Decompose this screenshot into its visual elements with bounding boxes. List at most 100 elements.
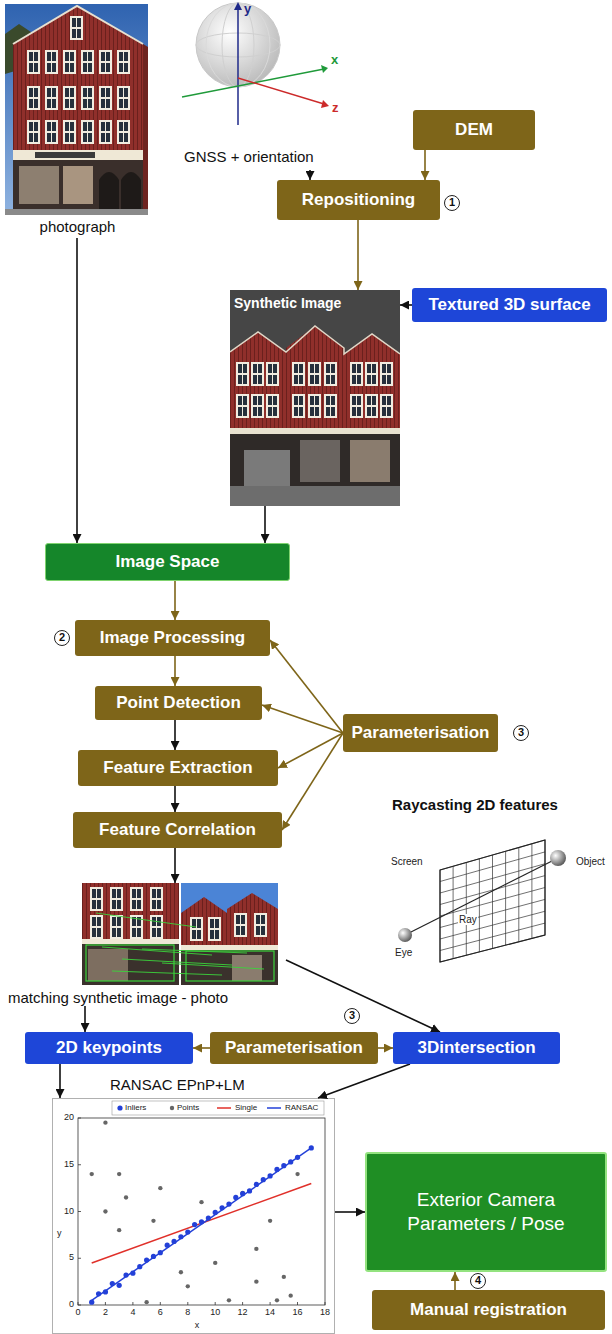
tick-label: 8	[178, 1307, 198, 1318]
callout-number: 2	[54, 630, 70, 646]
box-text: 3Dintersection	[417, 1038, 535, 1058]
data-box: 3Dintersection	[393, 1032, 560, 1064]
flow-arrow	[174, 581, 176, 620]
flow-arrow	[400, 304, 412, 306]
process-box: Repositioning	[277, 180, 440, 220]
legend-text: RANSAC	[285, 1103, 318, 1113]
data-box: Textured 3D surface	[412, 288, 607, 322]
parameter-box: Parameterisation	[210, 1032, 378, 1064]
process-box: Feature Extraction	[78, 750, 278, 786]
tick-label: 16	[288, 1307, 308, 1318]
box-text: Exterior Camera Parameters / Pose	[375, 1188, 597, 1236]
space-box: Image Space	[45, 543, 290, 581]
callout-number: 3	[344, 1008, 360, 1024]
box-text: Image Processing	[100, 628, 246, 648]
process-box: Feature Correlation	[73, 812, 282, 848]
tick-label: 5	[55, 1252, 74, 1263]
box-text: DEM	[455, 120, 493, 140]
flow-arrow	[318, 1064, 410, 1098]
flow-arrow	[193, 1047, 210, 1049]
process-box: Point Detection	[95, 686, 262, 720]
callout-number: 4	[470, 1273, 486, 1289]
caption-text: Raycasting 2D features	[392, 796, 558, 813]
synthetic-render	[230, 290, 400, 506]
tick-label: 15	[55, 1159, 74, 1170]
tick-label: 18	[315, 1307, 335, 1318]
box-text: Point Detection	[116, 693, 241, 713]
box-text: Parameterisation	[225, 1038, 363, 1058]
matching-illustration	[82, 883, 278, 985]
flow-arrow	[378, 1047, 393, 1049]
caption-text: RANSAC EPnP+LM	[110, 1076, 245, 1093]
output-box: Exterior Camera Parameters / Pose	[365, 1152, 607, 1272]
flow-arrow	[270, 640, 343, 733]
synthetic-image: Synthetic Image	[230, 290, 400, 506]
flow-arrow	[174, 720, 176, 750]
caption-text: photograph	[5, 218, 150, 235]
tick-label: 4	[123, 1307, 143, 1318]
tick-label: 14	[260, 1307, 280, 1318]
tick-label: 10	[205, 1307, 225, 1318]
axis-label: x	[331, 52, 338, 67]
box-text: Feature Extraction	[103, 758, 252, 778]
part-label: Screen	[390, 856, 424, 867]
part-label: Eye	[394, 947, 413, 958]
part-label: Ray	[458, 914, 478, 925]
flow-arrow	[84, 1006, 86, 1032]
legend-text: Single	[235, 1103, 257, 1113]
flow-arrow	[262, 705, 343, 733]
caption-text: GNSS + orientation	[184, 148, 314, 165]
box-text: Repositioning	[302, 190, 415, 210]
flow-arrow	[309, 170, 311, 180]
data-box: DEM	[413, 110, 535, 150]
process-box: Image Processing	[75, 620, 270, 656]
callout-number: 1	[444, 195, 460, 211]
flow-arrow	[278, 733, 343, 768]
box-text: Image Space	[116, 552, 220, 572]
part-label: Object	[575, 856, 606, 867]
flow-arrow	[174, 656, 176, 686]
sensor-globe: GNSS + orientation	[178, 0, 338, 170]
legend-text: Points	[177, 1103, 199, 1113]
flow-arrow	[264, 506, 266, 543]
tick-label: 12	[233, 1307, 253, 1318]
globe-axes	[178, 0, 338, 140]
callout-number: 3	[513, 725, 529, 741]
tick-label: 6	[150, 1307, 170, 1318]
flow-arrow	[282, 733, 343, 830]
flow-arrow	[286, 960, 440, 1032]
flow-arrow	[174, 786, 176, 812]
raycasting-panel: Raycasting 2D features	[368, 796, 603, 976]
box-text: Manual registration	[410, 1300, 567, 1320]
box-text: 2D keypoints	[56, 1038, 162, 1058]
tick-label: 0	[68, 1307, 88, 1318]
tick-label: 10	[55, 1206, 74, 1217]
box-text: Feature Correlation	[99, 820, 256, 840]
axis-label: y	[244, 1, 251, 16]
tick-label: 2	[95, 1307, 115, 1318]
scatter-plot	[52, 1098, 335, 1334]
flow-arrow	[424, 150, 426, 180]
box-text: Textured 3D surface	[428, 295, 590, 315]
flow-arrow	[335, 1211, 365, 1213]
photo-panel: photograph	[5, 4, 150, 238]
flow-arrow	[76, 238, 78, 543]
raycasting-illustration	[368, 796, 603, 976]
box-text: Parameterisation	[352, 723, 490, 743]
parameter-box: Parameterisation	[343, 714, 498, 752]
photo-illustration	[5, 4, 148, 215]
axis-title: x	[192, 1320, 202, 1331]
legend-text: Inliers	[125, 1103, 146, 1113]
axis-label: z	[332, 100, 339, 115]
flow-arrow	[59, 1064, 61, 1098]
flow-arrow	[454, 1272, 456, 1290]
caption-text: matching synthetic image - photo	[8, 989, 228, 1006]
tick-label: 20	[55, 1112, 74, 1123]
ransac-chart: RANSAC EPnP+LM	[52, 1098, 335, 1334]
axis-title: y	[57, 1228, 62, 1239]
flow-arrow	[357, 220, 359, 290]
caption-text: Synthetic Image	[234, 295, 341, 311]
matching-image: matching synthetic image - photo	[4, 883, 286, 1006]
flow-arrow	[174, 848, 176, 883]
data-box: 2D keypoints	[25, 1032, 193, 1064]
